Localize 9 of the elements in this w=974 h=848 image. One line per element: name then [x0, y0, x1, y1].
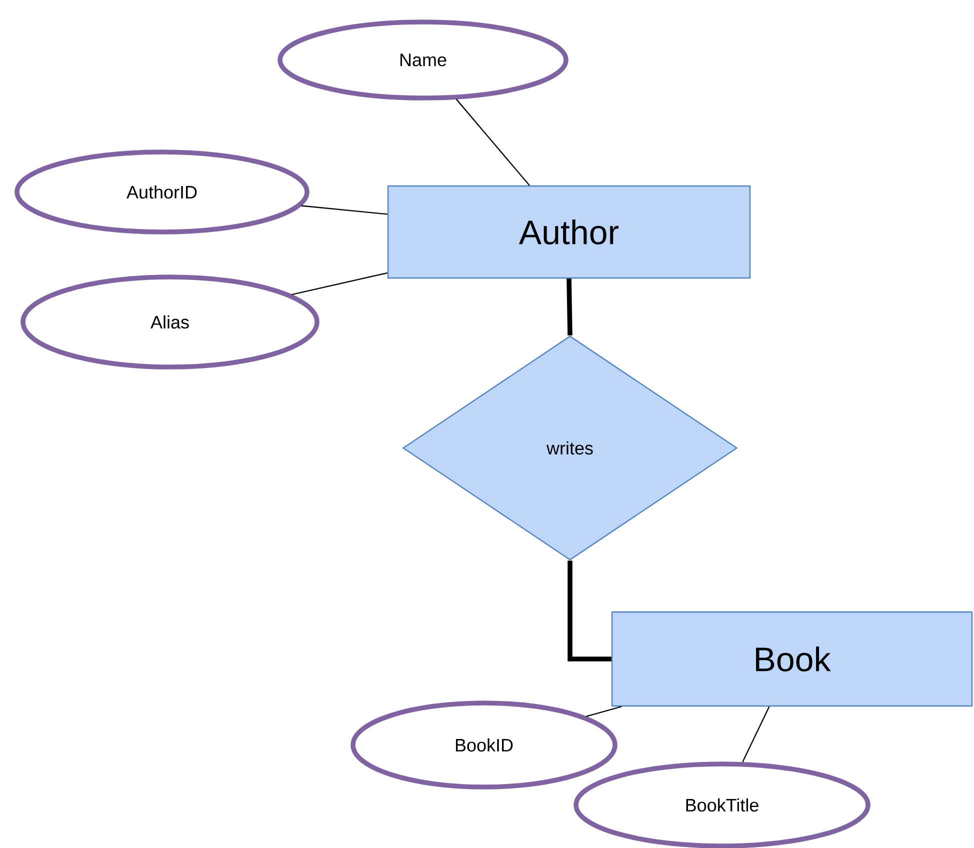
entity-box: Book	[611, 611, 973, 707]
entity-box: Author	[387, 185, 751, 279]
connector-line	[742, 706, 770, 762]
connector-line	[456, 98, 530, 186]
connector-line	[292, 272, 388, 296]
connector-line	[301, 205, 388, 215]
connector-line	[568, 560, 612, 662]
connector-line	[586, 706, 622, 718]
connector-line	[566, 278, 572, 336]
